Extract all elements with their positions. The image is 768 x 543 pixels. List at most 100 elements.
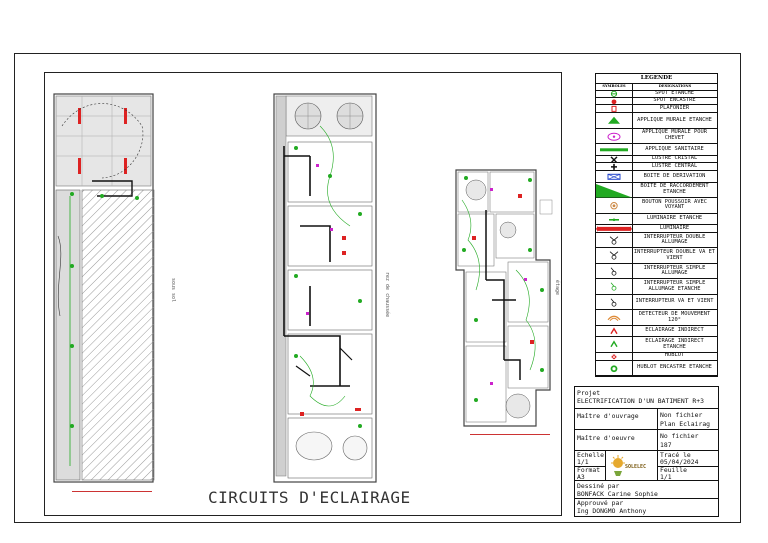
legend-designation: SPOT ETANCHE (655, 89, 694, 96)
cartouche-feuille-value: 1/1 (660, 473, 672, 481)
legend-row: ECLAIRAGE INDIRECT (596, 326, 717, 338)
legend-designation: APPLIQUE MURALE POUR CHEVET (642, 129, 707, 141)
cartouche-divider (657, 466, 718, 467)
legend-designation: LUSTRE CENTRAL (651, 162, 698, 169)
eclairage-indirect-etanche-icon (610, 340, 618, 348)
lustre-central-icon (611, 164, 617, 171)
legend-designation: LUMINAIRE ETANCHE (646, 215, 703, 222)
title-block: Projet ELECTRIFICATION D'UN BATIMENT R+3… (574, 386, 719, 517)
cartouche-nom-fichier-label: Non fichier (660, 411, 703, 419)
legend-designation: SPOT ENCASTRE (653, 97, 696, 104)
cartouche-nom-fichier-value: Plan Eclairag (660, 420, 711, 428)
legend-designation: INTERRUPTEUR VA ET VIENT (635, 298, 714, 305)
plan-rez-de-chaussee (270, 86, 380, 486)
cartouche-divider (605, 451, 606, 480)
cartouche-logo-text: SOLELEC (625, 464, 647, 470)
interrupteur-double-va-et-vient-icon (609, 251, 619, 261)
legend-row: INTERRUPTEUR SIMPLE ALLUMAGE ETANCHE (596, 279, 717, 295)
legend-row: SPOT ETANCHE (596, 90, 717, 98)
cartouche-projet-label: Projet (577, 389, 601, 397)
legend-designation: ECLAIRAGE INDIRECT (645, 327, 704, 334)
drawing-area-border (44, 72, 562, 516)
cartouche-echelle-value: 1/1 (577, 458, 589, 466)
applique-murale-etanche-icon (608, 116, 620, 124)
legend-row: LUSTRE CRISTAL (596, 156, 717, 164)
legend-row: LUMINAIRE ETANCHE (596, 214, 717, 226)
plan-sous-sol-drawing (53, 93, 155, 483)
legend-designation: BOITE DE DERIVATION (643, 172, 706, 179)
legend-row: APPLIQUE MURALE ETANCHE (596, 113, 717, 129)
cartouche-divider (657, 409, 658, 429)
legend-row: INTERRUPTEUR DOUBLE ALLUMAGE (596, 233, 717, 249)
boite-derivation-icon (607, 173, 621, 180)
legend-row: HUBLOT (596, 353, 717, 361)
cartouche-maitre-ouvrage-label: Maître d'ouvrage (577, 412, 639, 420)
plan-etage-caption (470, 434, 550, 441)
cartouche-echelle-row: Echelle 1/1 Format A3 SOLELEC Tracé le 0… (575, 451, 718, 481)
legend-symbol-column (596, 83, 633, 376)
solelec-logo-icon (611, 455, 625, 476)
interrupteur-simple-allumage-etanche-icon (610, 282, 617, 292)
legend-designation: ECLAIRAGE INDIRECT ETANCHE (645, 337, 704, 350)
legend-row: BOITE DE DERIVATION (596, 171, 717, 183)
legend-designation: INTERRUPTEUR SIMPLE ALLUMAGE (643, 264, 706, 277)
cartouche-dessine-row: Dessiné par BONFACK Carine Sophie (575, 481, 718, 499)
legend-row: HUBLOT ENCASTRE ETANCHE (596, 361, 717, 376)
hublot-icon (610, 353, 618, 360)
cartouche-no-fichier-label: No fichier (660, 432, 699, 440)
legend-designation: HUBLOT ENCASTRE ETANCHE (637, 363, 712, 370)
legend-designation: PLAFONIER (659, 105, 690, 112)
luminaire-icon (596, 226, 632, 233)
legend-designation: LUMINAIRE (659, 224, 690, 231)
label-sous-sol: sous sol (170, 278, 176, 303)
legend-row: LUMINAIRE (596, 225, 717, 233)
drawing-title: CIRCUITS D'ECLAIRAGE (208, 488, 411, 507)
legend-row: PLAFONIER (596, 105, 717, 114)
plan-rdc-drawing (273, 93, 377, 483)
applique-sanitaire-icon (600, 148, 628, 152)
legend-designation: APPLIQUE SANITAIRE (645, 145, 704, 152)
cartouche-divider (657, 451, 658, 480)
legend-designation: DETECTEUR DE MOUVEMENT 120° (638, 310, 711, 323)
legend-row: BOITE DE RACCORDEMENT ETANCHE (596, 183, 717, 199)
legend-designation: INTERRUPTEUR DOUBLE ALLUMAGE (643, 233, 706, 246)
plafonier-icon (611, 106, 617, 113)
bouton-poussoir-icon (610, 202, 618, 210)
lustre-cristal-icon (610, 156, 618, 164)
plan-etage (446, 150, 558, 440)
sheet-border (14, 53, 741, 523)
boite-raccordement-icon (596, 183, 632, 198)
plan-etage-drawing (455, 169, 553, 427)
cartouche-trace-le-value: 05/04/2024 (660, 458, 699, 466)
interrupteur-simple-allumage-icon (610, 267, 617, 276)
legend-row: INTERRUPTEUR DOUBLE VA ET VIENT (596, 248, 717, 264)
legend-designation: INTERRUPTEUR DOUBLE VA ET VIENT (633, 249, 716, 261)
legend-row: LUSTRE CENTRAL (596, 162, 717, 172)
plan-sous-sol (52, 86, 155, 486)
legend-row: APPLIQUE MURALE POUR CHEVET (596, 129, 717, 145)
luminaire-etanche-icon (609, 218, 619, 221)
cartouche-ouvrage-row: Maître d'ouvrage Non fichier Plan Eclair… (575, 409, 718, 430)
legend-col-symbols: SYMBOLES (602, 84, 626, 88)
detecteur-mouvement-icon (607, 315, 621, 322)
legend-row: INTERRUPTEUR VA ET VIENT (596, 295, 717, 311)
cartouche-format-value: A3 (577, 473, 585, 481)
legend-row: ECLAIRAGE INDIRECT ETANCHE (596, 337, 717, 353)
cartouche-approuve-row: Approuvé par Ing DONGMO Anthony (575, 499, 718, 517)
cartouche-echelle-label: Echelle (577, 451, 604, 459)
interrupteur-va-et-vient-icon (610, 298, 617, 307)
cartouche-divider (575, 466, 605, 467)
legend-designation: INTERRUPTEUR SIMPLE ALLUMAGE ETANCHE (643, 280, 706, 292)
cartouche-maitre-oeuvre-label: Maître d'oeuvre (577, 434, 635, 442)
plan-sous-sol-caption (72, 491, 152, 502)
spot-etanche-icon (610, 90, 618, 97)
cartouche-format-label: Format (577, 466, 601, 474)
legend-row: INTERRUPTEUR SIMPLE ALLUMAGE (596, 264, 717, 280)
legend-row: APPLIQUE SANITAIRE (596, 144, 717, 156)
cartouche-trace-le-label: Tracé le (660, 451, 691, 459)
legend-col-designations: DESIGNATIONS (658, 84, 692, 88)
legend-designation: BOITE DE RACCORDEMENT ETANCHE (640, 183, 709, 195)
cartouche-feuille-label: Feuille (660, 466, 687, 474)
legend-title: LEGENDE (596, 74, 717, 84)
legend-designation: APPLIQUE MURALE ETANCHE (637, 116, 712, 123)
